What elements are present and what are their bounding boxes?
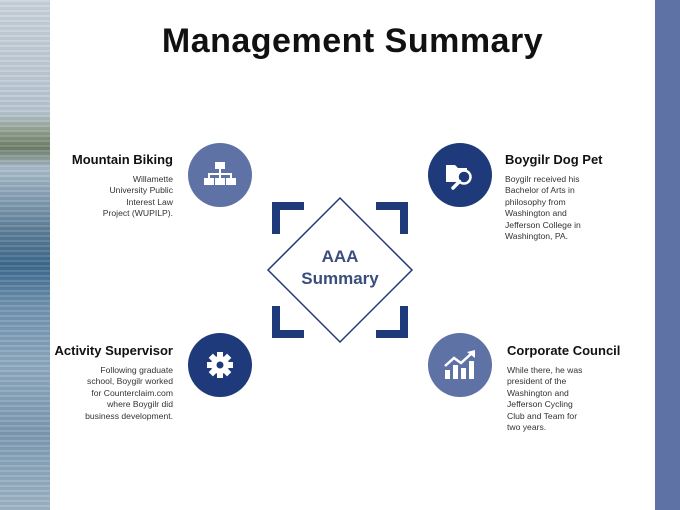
- item-heading-mountain-biking: Mountain Biking: [71, 152, 173, 167]
- center-diamond-frame: [266, 196, 414, 344]
- item-heading-boygilr-dog-pet: Boygilr Dog Pet: [505, 152, 603, 167]
- org-chart-icon: [188, 143, 252, 207]
- item-heading-corporate-council: Corporate Council: [507, 343, 621, 358]
- growth-chart-icon: [428, 333, 492, 397]
- page-title: Management Summary: [161, 22, 544, 60]
- gear-icon: [188, 333, 252, 397]
- right-accent-bar: [655, 0, 680, 510]
- ocean-photo-strip: [0, 0, 50, 510]
- item-heading-activity-supervisor: Activity Supervisor: [54, 343, 174, 358]
- folder-search-icon: [428, 143, 492, 207]
- center-summary-label: AAA Summary: [301, 247, 379, 288]
